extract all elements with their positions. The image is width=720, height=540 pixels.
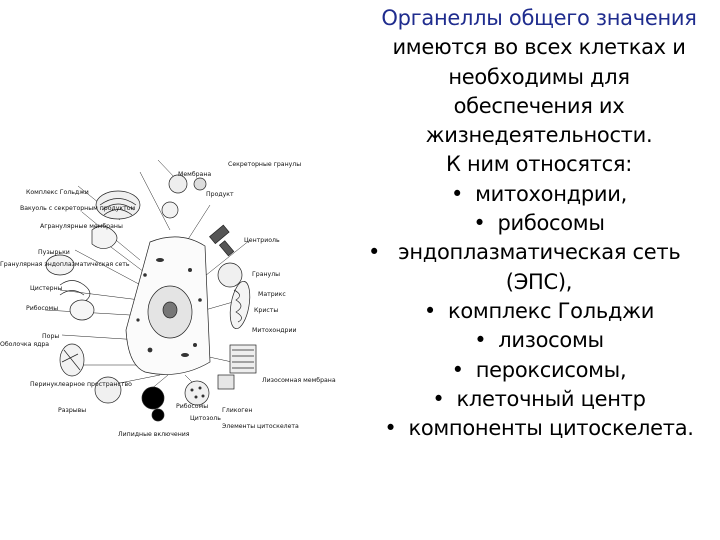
cell-diagram-svg: Мембрана Секреторные гранулы Комплекс Го… (0, 159, 336, 438)
list-item: • эндоплазматическая сеть (362, 238, 716, 267)
label-granules: Гранулы (252, 271, 280, 278)
label-cristae: Кристы (254, 307, 278, 314)
list-item: • митохондрии, (362, 180, 716, 209)
cell-organelles-diagram: Мембрана Секреторные гранулы Комплекс Го… (0, 150, 340, 450)
label-vacuole: Вакуоль с секреторным продуктом (20, 205, 136, 212)
list-item: • клеточный центр (362, 385, 716, 414)
label-lipid: Липидные включения (118, 431, 190, 438)
list-item-text: компоненты цитоскелета. (408, 416, 694, 441)
cell-inclusions (136, 258, 202, 357)
label-granular-er: Гранулярная эндоплазматическая сеть (0, 261, 130, 268)
text-line: необходимы для (448, 64, 630, 89)
list-item-text: эндоплазматическая сеть (398, 240, 681, 265)
label-mitochondria: Митохондрии (252, 327, 297, 334)
label-secretory-granules: Секреторные гранулы (228, 161, 301, 168)
text-line: К ним относятся: (445, 152, 632, 177)
label-centriole: Центриоль (244, 237, 280, 244)
list-item-text: клеточный центр (456, 386, 646, 411)
text-block: Органеллы общего значения имеются во все… (362, 4, 716, 443)
slide-title: Органеллы общего значения (381, 6, 697, 30)
label-perinuclear: Перинуклеарное пространство (30, 381, 132, 388)
list-item-text: пероксисомы, (475, 357, 627, 382)
list-item: • пероксисомы, (362, 356, 716, 385)
label-ruptures: Разрывы (58, 407, 86, 414)
list-item-text: митохондрии, (475, 181, 627, 206)
bullet-icon: • (473, 211, 486, 236)
label-nuclear-envelope: Оболочка ядра (0, 340, 49, 348)
mitochondrion (229, 280, 251, 330)
lipid-inclusion (141, 386, 165, 410)
mitochondria-stack (229, 344, 257, 374)
label-lysosome-membrane: Лизосомная мембрана (262, 376, 336, 384)
label-glycogen: Гликоген (222, 407, 252, 414)
label-matrix: Матрикс (258, 291, 286, 298)
bullet-icon: • (423, 298, 436, 323)
glycogen-cluster (184, 380, 210, 406)
label-ribosomes-2: Рибосомы (176, 402, 208, 410)
label-product: Продукт (206, 191, 234, 198)
perinuclear-space (94, 376, 122, 404)
bullet-icon: • (451, 181, 464, 206)
list-item-text: лизосомы (498, 328, 604, 353)
list-item: • лизосомы (362, 326, 716, 355)
golgi-organelle (95, 190, 141, 220)
label-vesicles: Пузырьки (38, 249, 70, 256)
bullet-icon: • (474, 328, 487, 353)
vacuole (161, 201, 179, 219)
list-item-text: комплекс Гольджи (448, 298, 655, 323)
text-line: имеются во всех клетках и (392, 35, 686, 60)
list-item: • рибосомы (362, 209, 716, 238)
label-cytosol: Цитозоль (190, 415, 221, 422)
label-pores: Поры (42, 333, 59, 340)
label-golgi: Комплекс Гольджи (26, 189, 89, 196)
bullet-icon: • (384, 416, 397, 441)
vesicles-cluster (45, 254, 75, 276)
bullet-icon: • (368, 240, 381, 265)
list-item-continuation: (ЭПС), (505, 269, 573, 294)
secretory-granule (168, 174, 188, 194)
list-item: • комплекс Гольджи (362, 297, 716, 326)
text-line: обеспечения их (453, 93, 625, 118)
granular-er (59, 280, 91, 303)
agranular-membranes (91, 225, 118, 249)
list-item-text: рибосомы (497, 211, 605, 236)
centriole (209, 224, 230, 245)
label-cisterns: Цистерны (30, 285, 63, 292)
label-ribosomes: Рибосомы (26, 304, 58, 312)
granules-organelle (217, 262, 243, 288)
lysosome (217, 374, 235, 390)
label-membrane: Мембрана (178, 170, 211, 178)
bullet-icon: • (451, 357, 464, 382)
bullet-icon: • (432, 386, 445, 411)
list-item: • компоненты цитоскелета. (362, 414, 716, 443)
diagram-labels: Мембрана Секреторные гранулы Комплекс Го… (0, 161, 336, 438)
text-line: жизнедеятельности. (425, 123, 653, 148)
label-agranular: Агранулярные мембраны (40, 222, 123, 230)
label-cytoskeleton: Элементы цитоскелета (222, 423, 299, 430)
